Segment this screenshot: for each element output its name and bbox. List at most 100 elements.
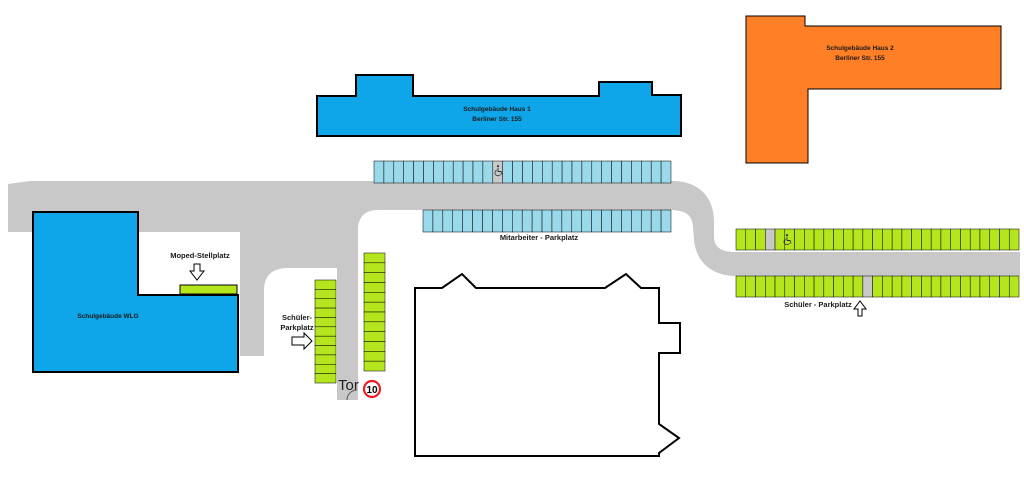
parking-space[interactable] — [784, 228, 795, 251]
parking-space[interactable] — [852, 275, 864, 298]
parking-space[interactable] — [472, 160, 484, 184]
parking-space[interactable] — [930, 275, 942, 298]
parking-space[interactable] — [502, 209, 513, 233]
parking-space[interactable] — [621, 209, 632, 233]
parking-space[interactable] — [492, 209, 503, 233]
parking-space[interactable] — [363, 331, 386, 342]
parking-space[interactable] — [363, 262, 386, 273]
parking-space[interactable] — [393, 160, 404, 184]
parking-space[interactable] — [813, 275, 825, 298]
parking-space[interactable] — [521, 209, 533, 233]
parking-space[interactable] — [641, 160, 652, 184]
parking-space[interactable] — [363, 292, 386, 303]
parking-space[interactable] — [443, 160, 454, 184]
parking-space[interactable] — [314, 298, 337, 309]
building-wlg[interactable]: Schulgebäude WLG — [32, 211, 239, 373]
parking-space[interactable] — [363, 311, 386, 323]
parking-space[interactable] — [765, 275, 776, 298]
parking-space[interactable] — [960, 228, 971, 251]
parking-space[interactable] — [950, 228, 961, 251]
parking-space[interactable] — [532, 160, 543, 184]
parking-space[interactable] — [969, 228, 981, 251]
parking-space[interactable] — [660, 209, 672, 233]
parking-space[interactable] — [433, 160, 444, 184]
parking-space[interactable] — [314, 326, 337, 337]
parking-space[interactable] — [735, 275, 747, 298]
parking-space[interactable] — [755, 228, 766, 251]
parking-space[interactable] — [314, 335, 337, 346]
parking-space[interactable] — [650, 160, 662, 184]
parking-space[interactable] — [872, 275, 883, 298]
parking-space[interactable] — [472, 209, 483, 233]
parking-space[interactable] — [794, 228, 805, 251]
parking-space[interactable] — [571, 160, 583, 184]
parking-space[interactable] — [621, 160, 632, 184]
parking-space[interactable] — [512, 209, 523, 233]
parking-space[interactable] — [774, 228, 786, 251]
parking-space[interactable] — [591, 209, 602, 233]
parking-space[interactable] — [482, 209, 493, 233]
parking-space[interactable] — [363, 321, 386, 332]
parking-space[interactable] — [950, 275, 961, 298]
parking-space[interactable] — [591, 160, 602, 184]
parking-space[interactable] — [660, 160, 672, 184]
parking-space[interactable] — [872, 228, 883, 251]
parking-space[interactable] — [462, 160, 474, 184]
parking-space[interactable] — [363, 272, 386, 283]
parking-space[interactable] — [462, 209, 473, 233]
moped-parking-area[interactable] — [179, 284, 238, 295]
parking-space[interactable] — [581, 209, 592, 233]
parking-space[interactable] — [882, 275, 893, 298]
parking-space[interactable] — [363, 360, 386, 372]
parking-space[interactable] — [541, 209, 553, 233]
parking-space[interactable] — [442, 209, 454, 233]
parking-space[interactable] — [413, 160, 424, 184]
parking-space[interactable] — [911, 275, 922, 298]
parking-space[interactable] — [891, 275, 903, 298]
parking-space[interactable] — [561, 160, 573, 184]
parking-space[interactable] — [611, 209, 622, 233]
parking-space[interactable] — [423, 160, 434, 184]
parking-space[interactable] — [745, 228, 756, 251]
parking-space[interactable] — [403, 160, 414, 184]
parking-space[interactable] — [843, 228, 854, 251]
parking-space[interactable] — [804, 275, 815, 298]
parking-space[interactable] — [482, 160, 494, 184]
parking-space[interactable] — [813, 228, 825, 251]
parking-space[interactable] — [774, 275, 786, 298]
parking-space[interactable] — [363, 282, 386, 293]
parking-space[interactable] — [823, 275, 834, 298]
parking-space[interactable] — [852, 228, 864, 251]
parking-space[interactable] — [601, 160, 612, 184]
parking-space[interactable] — [611, 160, 622, 184]
parking-space[interactable] — [999, 275, 1010, 298]
parking-space[interactable] — [901, 275, 912, 298]
parking-space[interactable] — [989, 275, 1000, 298]
parking-space[interactable] — [512, 160, 523, 184]
parking-space[interactable] — [571, 209, 582, 233]
building-haus-1[interactable]: Schulgebäude Haus 1 Berliner Str. 155 — [316, 74, 682, 137]
parking-space[interactable] — [794, 275, 805, 298]
parking-space[interactable] — [314, 279, 337, 290]
parking-space[interactable] — [745, 275, 756, 298]
parking-space[interactable] — [363, 252, 386, 264]
parking-space[interactable] — [314, 354, 337, 365]
parking-space[interactable] — [735, 228, 747, 251]
parking-space[interactable] — [921, 228, 932, 251]
parking-space[interactable] — [551, 160, 563, 184]
parking-space[interactable] — [363, 301, 386, 313]
parking-space[interactable] — [640, 209, 652, 233]
parking-space[interactable] — [979, 275, 990, 298]
parking-space[interactable] — [422, 209, 434, 233]
parking-space[interactable] — [833, 275, 844, 298]
parking-space[interactable] — [940, 228, 951, 251]
parking-space[interactable] — [581, 160, 593, 184]
parking-space[interactable] — [314, 289, 337, 299]
parking-space[interactable] — [561, 209, 573, 233]
parking-space[interactable] — [862, 228, 873, 251]
building-haus-2[interactable]: Schulgebäude Haus 2 Berliner Str. 155 — [745, 15, 1002, 164]
parking-space[interactable] — [631, 160, 642, 184]
parking-space[interactable] — [755, 275, 766, 298]
parking-space[interactable] — [1008, 228, 1020, 251]
parking-space[interactable] — [631, 209, 642, 233]
